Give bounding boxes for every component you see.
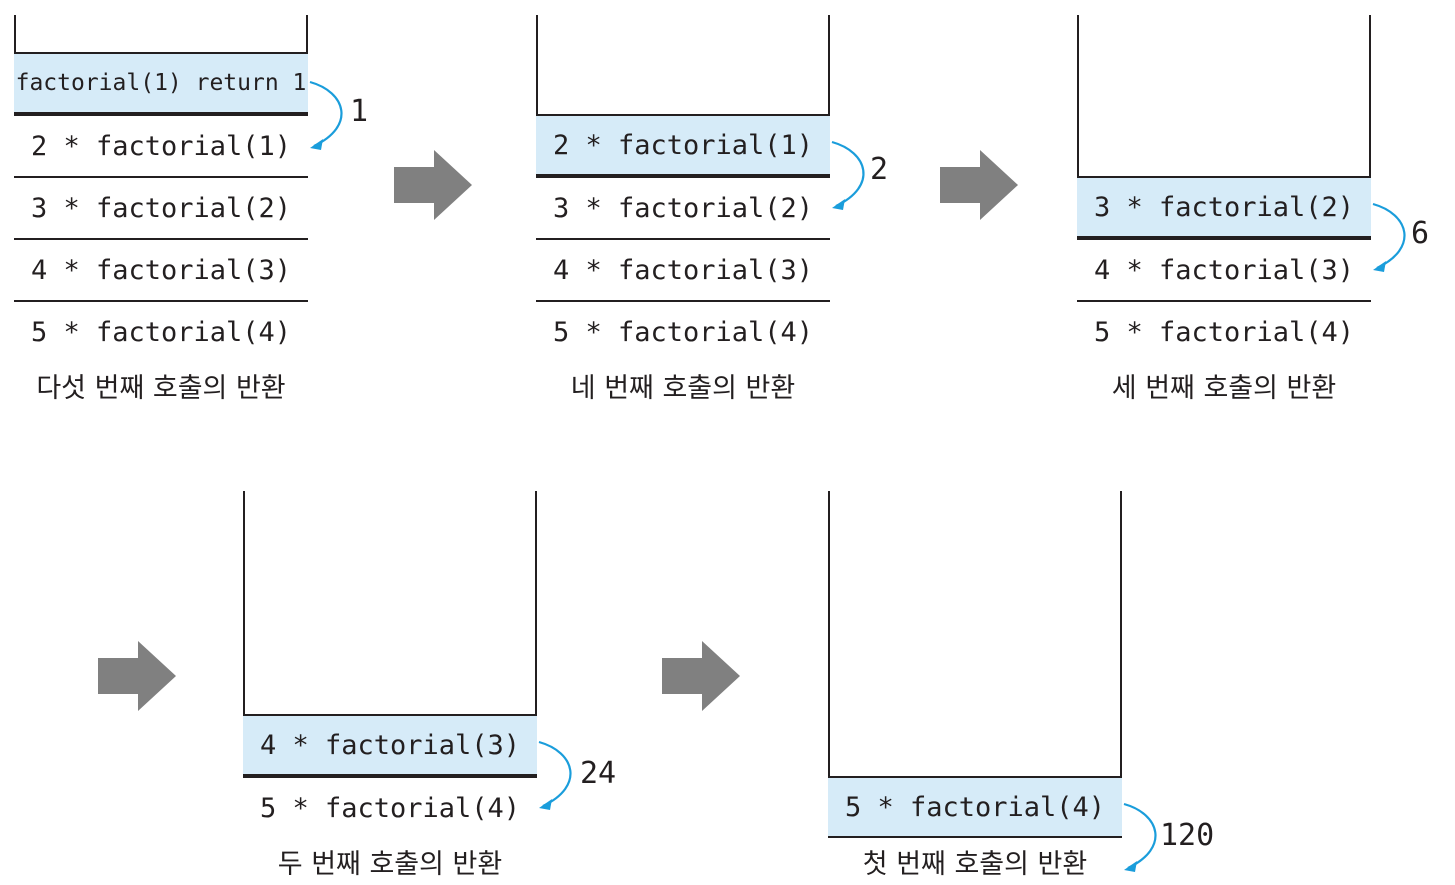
stack-frame: 5 * factorial(4) (243, 776, 537, 838)
stack-frame: 2 * factorial(1) (14, 114, 308, 176)
right-arrow-icon (98, 641, 176, 711)
stack-wall (243, 491, 245, 838)
stack-frame-returning: 3 * factorial(2) (1077, 176, 1371, 238)
stack-caption: 세 번째 호출의 반환 (1111, 373, 1337, 404)
stack-frame-returning: factorial(1) return 1 (14, 52, 308, 114)
stack-wall (535, 491, 537, 838)
stack-frame: 4 * factorial(3) (1077, 238, 1371, 300)
stack-caption: 네 번째 호출의 반환 (570, 373, 796, 404)
return-value: 120 (1160, 818, 1215, 853)
return-curve-icon (538, 740, 572, 810)
return-value: 24 (580, 756, 617, 791)
call-stack-4: 4 * factorial(3) 5 * factorial(4) (243, 491, 537, 838)
return-value: 2 (870, 152, 889, 187)
right-arrow-icon (940, 150, 1018, 220)
return-curve-icon (1372, 202, 1406, 272)
stack-wall (828, 491, 830, 838)
stack-frame: 4 * factorial(3) (536, 238, 830, 300)
return-value: 6 (1411, 216, 1430, 251)
stack-frame-returning: 5 * factorial(4) (828, 776, 1122, 838)
return-value: 1 (350, 94, 369, 129)
call-stack-5: 5 * factorial(4) (828, 491, 1122, 838)
stack-wall (1120, 491, 1122, 838)
stack-frame: 5 * factorial(4) (1077, 300, 1371, 362)
return-curve-icon (309, 80, 343, 150)
stack-caption: 첫 번째 호출의 반환 (862, 849, 1088, 880)
stack-frame: 5 * factorial(4) (14, 300, 308, 362)
stack-frame-returning: 4 * factorial(3) (243, 714, 537, 776)
stack-frame-returning: 2 * factorial(1) (536, 114, 830, 176)
stack-frame: 3 * factorial(2) (14, 176, 308, 238)
stack-frame: 5 * factorial(4) (536, 300, 830, 362)
return-curve-icon (831, 140, 865, 210)
right-arrow-icon (394, 150, 472, 220)
stack-caption: 다섯 번째 호출의 반환 (36, 373, 286, 404)
stack-frame: 4 * factorial(3) (14, 238, 308, 300)
return-curve-icon (1123, 802, 1157, 872)
call-stack-2: 2 * factorial(1) 3 * factorial(2) 4 * fa… (536, 15, 830, 362)
call-stack-1: factorial(1) return 1 2 * factorial(1) 3… (14, 15, 308, 362)
call-stack-3: 3 * factorial(2) 4 * factorial(3) 5 * fa… (1077, 15, 1371, 362)
stack-caption: 두 번째 호출의 반환 (277, 849, 503, 880)
right-arrow-icon (662, 641, 740, 711)
stack-frame: 3 * factorial(2) (536, 176, 830, 238)
